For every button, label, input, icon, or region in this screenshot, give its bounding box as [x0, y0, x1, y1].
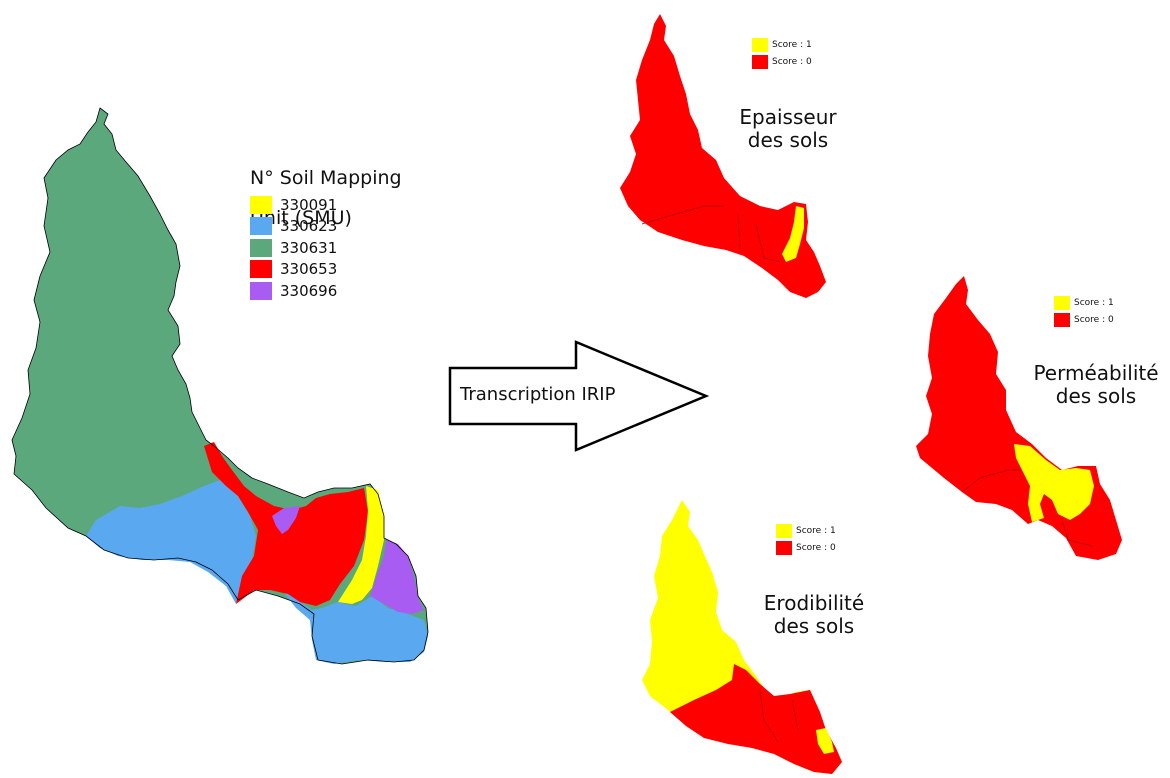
epaisseur-score-legend: Score : 1 Score : 0 — [752, 36, 812, 70]
legend-label: 330631 — [280, 238, 338, 257]
smu-legend-item: 330091 — [250, 194, 337, 216]
transcription-arrow — [448, 340, 710, 452]
legend-label: Score : 1 — [772, 39, 812, 50]
score-legend-item: Score : 0 — [776, 539, 836, 556]
smu-legend-title-line1: N° Soil Mapping — [250, 167, 402, 189]
epaisseur-score-map — [620, 14, 826, 298]
permeabilite-title-line1: Perméabilité — [1033, 361, 1159, 385]
smu-legend-item: 330696 — [250, 280, 337, 302]
legend-swatch — [1054, 312, 1070, 327]
epaisseur-title: Epaisseur des sols — [708, 106, 868, 152]
epaisseur-title-line1: Epaisseur — [739, 105, 837, 129]
legend-swatch — [1054, 295, 1070, 310]
score-legend-item: Score : 1 — [776, 522, 836, 539]
permeabilite-score-legend: Score : 1 Score : 0 — [1054, 294, 1114, 328]
permeabilite-score-map — [916, 276, 1122, 560]
smu-legend: 330091 330623 330631 330653 330696 — [250, 194, 337, 302]
erodibilite-score-legend: Score : 1 Score : 0 — [776, 522, 836, 556]
erodibilite-title-line2: des sols — [773, 614, 855, 638]
permeabilite-title-line2: des sols — [1055, 384, 1137, 408]
erodibilite-title-line1: Erodibilité — [763, 591, 865, 615]
transcription-label: Transcription IRIP — [460, 384, 616, 405]
legend-label: Score : 0 — [796, 542, 836, 553]
legend-swatch — [776, 523, 792, 538]
legend-label: Score : 1 — [1074, 297, 1114, 308]
score-legend-item: Score : 0 — [752, 53, 812, 70]
score-legend-item: Score : 1 — [1054, 294, 1114, 311]
legend-swatch — [250, 217, 272, 236]
smu-legend-item: 330631 — [250, 237, 337, 259]
score-legend-item: Score : 0 — [1054, 311, 1114, 328]
legend-swatch — [752, 37, 768, 52]
legend-label: 330623 — [280, 217, 338, 236]
legend-label: Score : 0 — [772, 56, 812, 67]
smu-legend-item: 330623 — [250, 216, 337, 238]
smu-legend-item: 330653 — [250, 259, 337, 281]
legend-label: 330696 — [280, 281, 338, 300]
legend-label: Score : 1 — [796, 525, 836, 536]
legend-swatch — [752, 54, 768, 69]
smu-legend-title: N° Soil Mapping Unit (SMU) — [250, 148, 402, 228]
legend-swatch — [250, 260, 272, 279]
erodibilite-score-map — [642, 500, 842, 774]
legend-swatch — [250, 281, 272, 300]
legend-swatch — [776, 540, 792, 555]
score-legend-item: Score : 1 — [752, 36, 812, 53]
legend-label: 330091 — [280, 195, 338, 214]
epaisseur-title-line2: des sols — [747, 128, 829, 152]
legend-swatch — [250, 238, 272, 257]
erodibilite-title: Erodibilité des sols — [734, 592, 894, 638]
permeabilite-title: Perméabilité des sols — [1022, 362, 1170, 408]
legend-label: 330653 — [280, 260, 338, 279]
legend-swatch — [250, 195, 272, 214]
legend-label: Score : 0 — [1074, 314, 1114, 325]
